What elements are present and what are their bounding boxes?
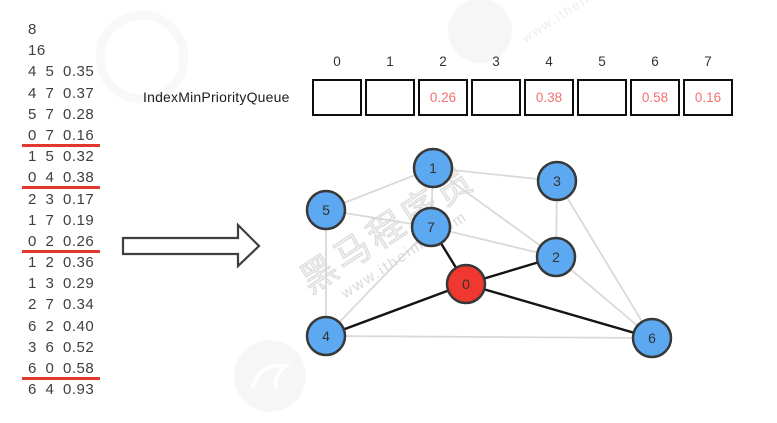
queue-cell-value: 0.58 (630, 79, 680, 116)
edge-entry: 8 (28, 21, 37, 38)
edge-entry: 4 5 0.35 (28, 63, 95, 81)
node-circle (631, 317, 673, 359)
node-label: 0 (462, 276, 470, 292)
edge-entry: 2 3 0.17 (28, 190, 95, 208)
node-circle (412, 147, 454, 189)
node-circle (535, 236, 577, 278)
node-label: 7 (427, 219, 435, 235)
edge-list-line: 0 7 0.16 (22, 127, 101, 148)
edge-list-line: 2 3 0.17 (28, 191, 100, 212)
queue-cell-empty (471, 79, 521, 116)
edge-entry: 1 7 0.19 (28, 211, 95, 229)
graph-edge-2-7 (430, 226, 557, 258)
edge-list-line: 5 7 0.28 (28, 106, 100, 127)
queue-cell-value: 0.16 (683, 79, 733, 116)
node-label: 4 (322, 328, 330, 344)
graph-edges-unvisited (325, 167, 653, 339)
watermark-logo-circle (100, 15, 184, 99)
edge-entry: 6 4 0.93 (28, 381, 95, 399)
queue-label: IndexMinPriorityQueue (143, 89, 290, 105)
node-circle (536, 160, 578, 202)
graph-edge-3-6 (556, 180, 653, 339)
edge-list-line: 6 2 0.40 (28, 318, 100, 339)
queue-index-label: 6 (651, 54, 659, 69)
graph-node-6: 6 (631, 317, 673, 359)
queue-cell-empty (577, 79, 627, 116)
edge-entry: 4 7 0.37 (28, 84, 95, 102)
graph-edges-crossing (325, 226, 653, 340)
edge-list-line: 4 7 0.37 (28, 85, 100, 106)
arrow-right-icon (121, 222, 261, 269)
edge-entry-marked: 0 7 0.16 (22, 127, 101, 147)
edge-list-line: 1 2 0.36 (28, 254, 100, 275)
node-circle (305, 315, 347, 357)
graph-node-3: 3 (536, 160, 578, 202)
edge-entry-marked: 0 4 0.38 (22, 169, 101, 190)
graph-edge-6-2 (555, 256, 653, 339)
graph-node-7: 7 (410, 206, 452, 248)
edge-list-line: 6 4 0.93 (28, 381, 100, 402)
edge-list-line: 2 7 0.34 (28, 296, 100, 317)
queue-cell-value: 0.26 (418, 79, 468, 116)
graph-edge-1-2 (432, 167, 557, 258)
graph-node-5: 5 (305, 189, 347, 231)
edge-list-line: 4 5 0.35 (28, 63, 100, 84)
queue-index-label: 2 (439, 54, 447, 69)
queue-index-label: 3 (492, 54, 500, 69)
edge-list-line: 16 (28, 42, 100, 63)
edge-list-line: 1 5 0.32 (28, 148, 100, 169)
node-label: 3 (553, 173, 561, 189)
watermark-logo-circle (234, 340, 306, 412)
queue-index-header-row: 0 1 2 3 4 5 6 7 (312, 54, 733, 69)
queue-index-label: 0 (333, 54, 341, 69)
edge-list-line: 0 2 0.26 (22, 233, 101, 254)
queue-index-label: 4 (545, 54, 553, 69)
edge-list-line: 1 3 0.29 (28, 275, 100, 296)
watermark-horse-icon (250, 363, 292, 389)
queue-index-label: 5 (598, 54, 606, 69)
edge-entry: 5 7 0.28 (28, 105, 95, 123)
edge-list-line: 6 0 0.58 (22, 360, 101, 381)
node-label: 6 (648, 330, 656, 346)
edge-entry: 16 (28, 42, 46, 60)
graph-edge-6-0 (465, 282, 653, 340)
edge-entry-marked: 6 0 0.58 (22, 360, 101, 380)
queue-index-label: 7 (704, 54, 712, 69)
node-circle (410, 206, 452, 248)
graph-edge-6-4 (325, 335, 653, 339)
queue-index-label: 1 (386, 54, 394, 69)
node-circle (305, 189, 347, 231)
edge-entry: 1 3 0.29 (28, 275, 95, 293)
graph-edge-0-4 (325, 282, 467, 338)
edge-entry: 3 6 0.52 (28, 338, 95, 356)
node-circle-active (445, 263, 487, 305)
node-label: 5 (322, 202, 330, 218)
edge-list-line: 0 4 0.38 (22, 169, 101, 190)
queue-cell-value: 0.38 (524, 79, 574, 116)
queue-cell-empty (365, 79, 415, 116)
edge-entry: 2 7 0.34 (28, 296, 95, 314)
graph-node-1: 1 (412, 147, 454, 189)
graph-node-2: 2 (535, 236, 577, 278)
graph-nodes: 0 1 2 3 4 5 6 7 (305, 147, 673, 359)
node-label: 1 (429, 160, 437, 176)
edge-entry: 1 5 0.32 (28, 148, 95, 166)
queue-cell-empty (312, 79, 362, 116)
edge-list-line: 8 (28, 21, 100, 42)
edge-list-line: 1 7 0.19 (28, 212, 100, 233)
graph-node-4: 4 (305, 315, 347, 357)
graph-edge-1-3 (432, 167, 558, 182)
edge-entry: 1 2 0.36 (28, 254, 95, 272)
graph-edge-4-7 (325, 226, 432, 337)
graph-node-0: 0 (445, 263, 487, 305)
edge-entry: 6 2 0.40 (28, 317, 95, 335)
edge-list-line: 3 6 0.52 (28, 339, 100, 360)
edge-entry-marked: 0 2 0.26 (22, 233, 101, 253)
node-label: 2 (552, 249, 560, 265)
